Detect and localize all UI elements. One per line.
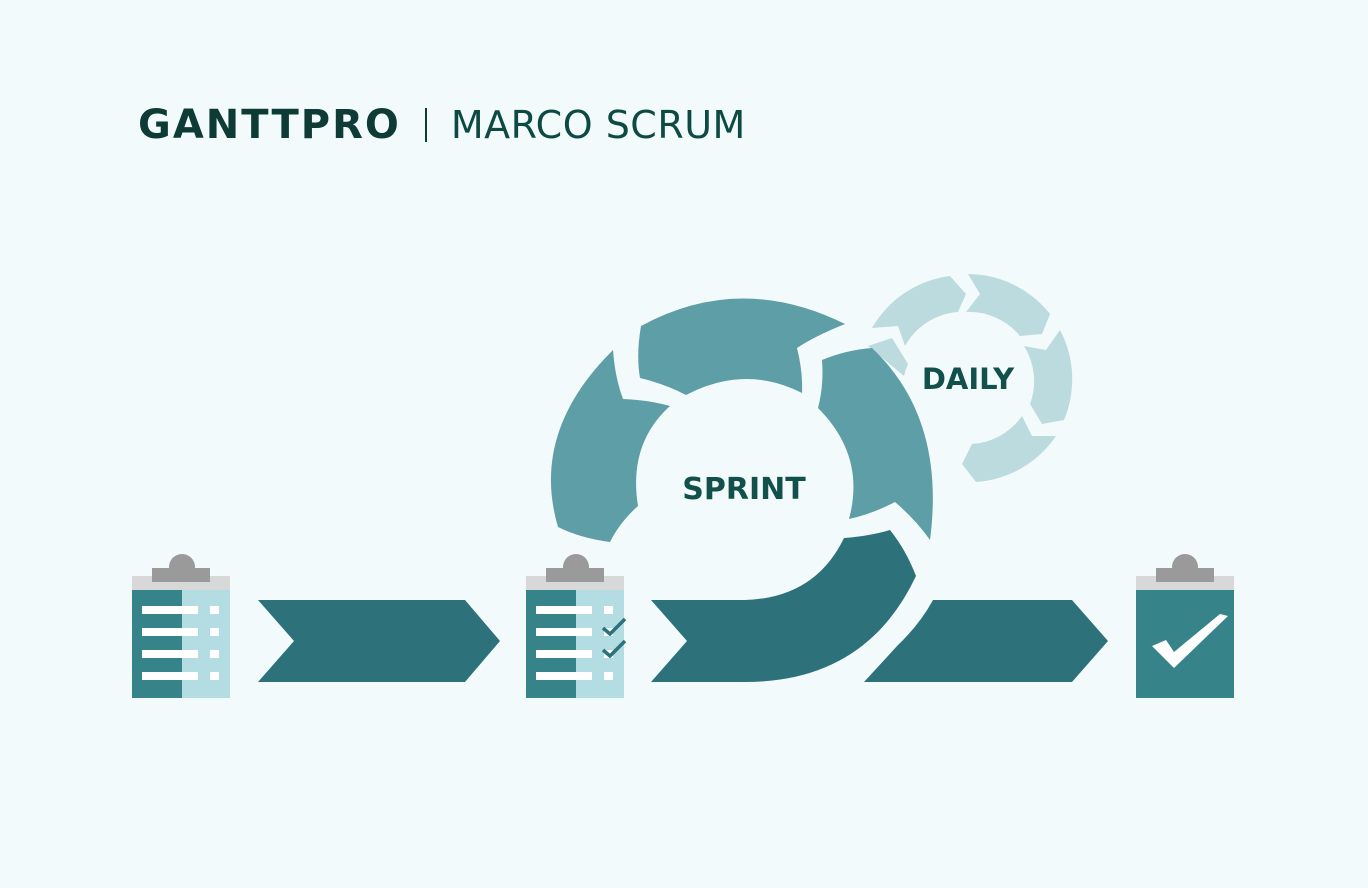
product-backlog-clipboard-icon — [132, 554, 230, 698]
check-icon — [1152, 614, 1228, 668]
ganttpro-logo: GANTTPRO — [138, 102, 401, 148]
daily-label: DAILY — [922, 362, 1015, 396]
increment-arrow — [864, 600, 1108, 682]
sprint-backlog-clipboard-icon — [526, 554, 627, 698]
daily-segment-1 — [872, 276, 966, 346]
daily-segment-5 — [868, 338, 908, 376]
sprint-label: SPRINT — [682, 472, 806, 507]
page-title: MARCO SCRUM — [450, 103, 746, 147]
increment-clipboard-icon — [1136, 554, 1234, 698]
sprint-cycle — [550, 298, 933, 542]
daily-cycle — [868, 274, 1073, 482]
daily-segment-3 — [1024, 330, 1073, 424]
daily-segment-2 — [966, 274, 1050, 336]
check-icon — [601, 639, 627, 659]
sprint-segment-top — [638, 298, 845, 395]
header-divider — [424, 108, 427, 142]
sprint-segment-left — [550, 350, 670, 542]
daily-segment-4 — [962, 416, 1056, 482]
check-icon — [601, 617, 627, 637]
header: GANTTPRO MARCO SCRUM — [138, 100, 746, 150]
sprint-segment-right — [818, 348, 933, 540]
sprint-return-arrow — [651, 530, 916, 682]
backlog-arrow — [258, 600, 500, 682]
